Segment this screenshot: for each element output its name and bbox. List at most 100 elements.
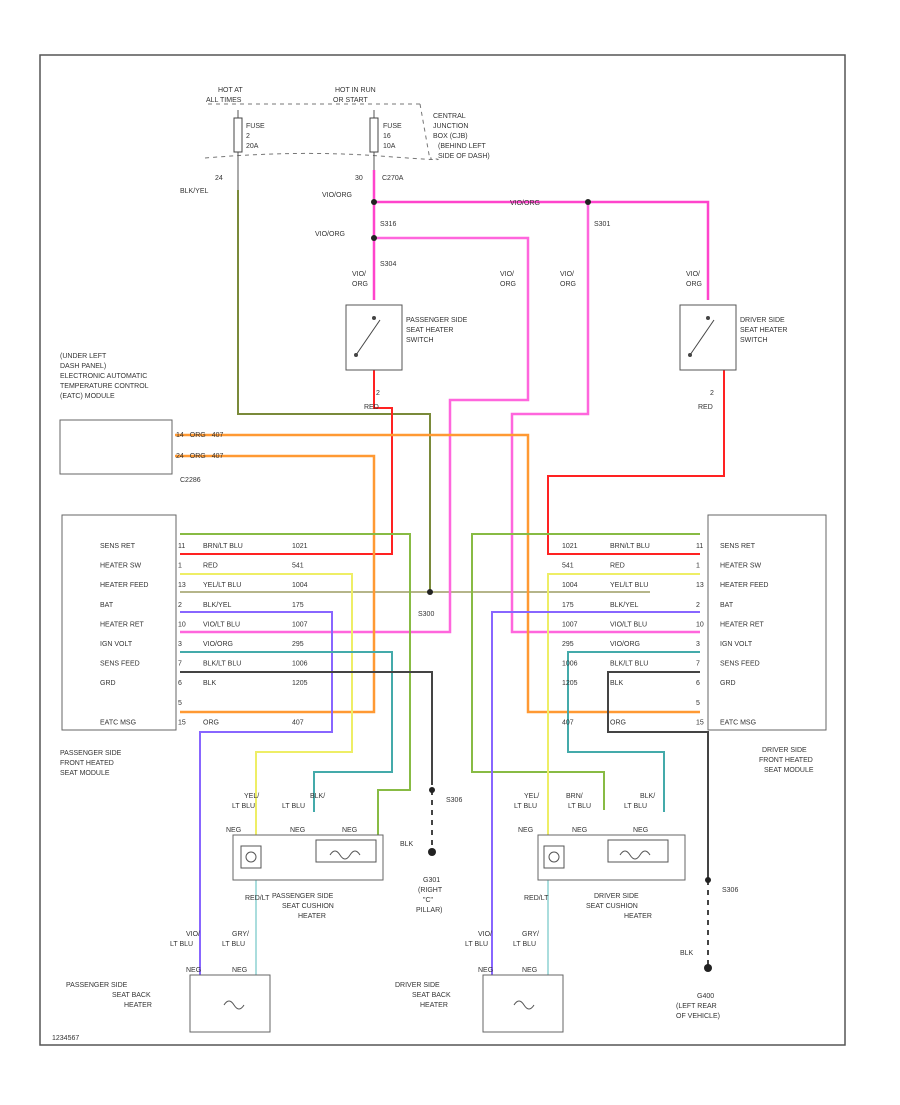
- passenger-module-pin-number: 13: [178, 582, 186, 589]
- driver-module-pin-circuit: 541: [562, 563, 574, 570]
- eatc-module-box: [59, 419, 173, 475]
- driver-module-pin-wire: VIO/ORG: [610, 641, 640, 648]
- passenger-module-pin-wire: BRN/LT BLU: [203, 543, 243, 550]
- passenger-cushion-mid: RED/LT: [245, 895, 270, 902]
- s316-label: S316: [380, 221, 396, 228]
- driver-module-pin-number: 13: [696, 582, 704, 589]
- s300-label: S300: [418, 611, 434, 618]
- passenger-module-pin-circuit: 1007: [292, 621, 308, 628]
- footer-code: 1234567: [52, 1035, 79, 1042]
- passenger-module-pin-circuit: 295: [292, 641, 304, 648]
- passenger-heated-seat-module: [61, 514, 177, 731]
- s301-label: S301: [594, 221, 610, 228]
- driver-seat-heater-switch: [679, 304, 737, 371]
- passenger-module-pin-wire: YEL/LT BLU: [203, 582, 241, 589]
- driver-module-pin-number: 10: [696, 621, 704, 628]
- wire-vio-org-ign-driver: [510, 202, 700, 634]
- driver-module-pin-wire: BLK/YEL: [610, 602, 639, 609]
- passenger-module-pin-name: IGN VOLT: [100, 641, 133, 648]
- blk-label-passenger: BLK: [400, 841, 414, 848]
- driver-module-pin-name: IGN VOLT: [720, 641, 753, 648]
- driver-module-pin-name: BAT: [720, 602, 734, 609]
- driver-module-pin-wire: VIO/LT BLU: [610, 621, 647, 628]
- driver-module-pin-circuit: 295: [562, 641, 574, 648]
- driver-cushion-wires: YEL/LT BLU BRN/LT BLU BLK/LT BLU: [514, 793, 655, 810]
- driver-module-pin-circuit: 1007: [562, 621, 578, 628]
- driver-module-pin-wire: BLK/LT BLU: [610, 661, 648, 668]
- passenger-back-wires: VIO/LT BLU GRY/LT BLU: [170, 931, 249, 948]
- wire-yel-ltblu-driver: [547, 573, 700, 838]
- driver-module-pin-number: 15: [696, 719, 704, 726]
- cjb-dashed-bottom: [204, 152, 439, 161]
- driver-module-pin-circuit: 1004: [562, 582, 578, 589]
- vio-org-label-3: VIO/ORG: [510, 200, 540, 207]
- passenger-seat-heater-switch: [345, 304, 403, 371]
- passenger-module-pin-number: 10: [178, 621, 186, 628]
- s306-passenger-label: S306: [446, 797, 462, 804]
- wire-red-driver: [547, 368, 725, 555]
- passenger-module-pin-wire: VIO/ORG: [203, 641, 233, 648]
- s304-label: S304: [380, 261, 396, 268]
- ground-g301-dot: [428, 848, 436, 856]
- passenger-module-pin-number: 2: [178, 602, 182, 609]
- driver-heated-seat-module: [707, 514, 827, 731]
- passenger-module-pin-circuit: 1006: [292, 661, 308, 668]
- driver-module-pin-name: HEATER RET: [720, 621, 765, 628]
- passenger-seat-back-heater: [189, 974, 271, 1033]
- driver-module-pin-circuit: 407: [562, 719, 574, 726]
- driver-module-pin-circuit: 175: [562, 602, 574, 609]
- wire-yel-ltblu-passenger: [180, 573, 353, 838]
- wire-org-eatc-14: [175, 433, 700, 714]
- driver-module-pin-name: SENS RET: [720, 543, 756, 550]
- passenger-switch-vio-org: VIO/ORG: [352, 271, 368, 288]
- driver-module-pin-circuit: 1021: [562, 543, 578, 550]
- blk-label-driver: BLK: [680, 950, 694, 957]
- passenger-module-pin-number: 1: [178, 563, 182, 570]
- fuse-2-symbol: [233, 117, 243, 153]
- passenger-module-pin-number: 6: [178, 680, 182, 687]
- passenger-module-pin-wire: BLK: [203, 680, 217, 687]
- driver-module-pin-number: 3: [696, 641, 700, 648]
- driver-cushion-mid: RED/LT: [524, 895, 549, 902]
- driver-module-pin-name: GRD: [720, 680, 736, 687]
- driver-module-pin-name: HEATER FEED: [720, 582, 769, 589]
- passenger-module-pin-number: 11: [178, 543, 185, 550]
- wire-vio-org-driver: [374, 200, 710, 300]
- driver-module-pin-wire: BRN/LT BLU: [610, 543, 650, 550]
- splice-s306-driver: [705, 877, 711, 883]
- passenger-module-pin-name: BAT: [100, 602, 114, 609]
- wire-brn-ltblu-passenger: [180, 533, 411, 836]
- passenger-module-pin-circuit: 175: [292, 602, 304, 609]
- wire-brn-ltblu-driver: [471, 533, 700, 810]
- passenger-module-pin-number: 3: [178, 641, 182, 648]
- vio-org-mid2-label: VIO/ORG: [560, 271, 576, 288]
- driver-module-pin-number: 7: [696, 661, 700, 668]
- s306-driver-label: S306: [722, 887, 738, 894]
- driver-module-pin-number: 1: [696, 563, 700, 570]
- driver-module-pin-wire: BLK: [610, 680, 624, 687]
- driver-module-pin-wire: RED: [610, 563, 625, 570]
- passenger-module-pin-name: HEATER SW: [100, 563, 141, 570]
- wire-org-eatc-24: [175, 454, 376, 714]
- driver-module-pin-name: EATC MSG: [720, 719, 756, 726]
- driver-module-pin-number: 2: [696, 602, 700, 609]
- vio-org-mid-label: VIO/ORG: [500, 271, 516, 288]
- driver-module-pin-wire: YEL/LT BLU: [610, 582, 648, 589]
- splice-s316: [371, 235, 377, 241]
